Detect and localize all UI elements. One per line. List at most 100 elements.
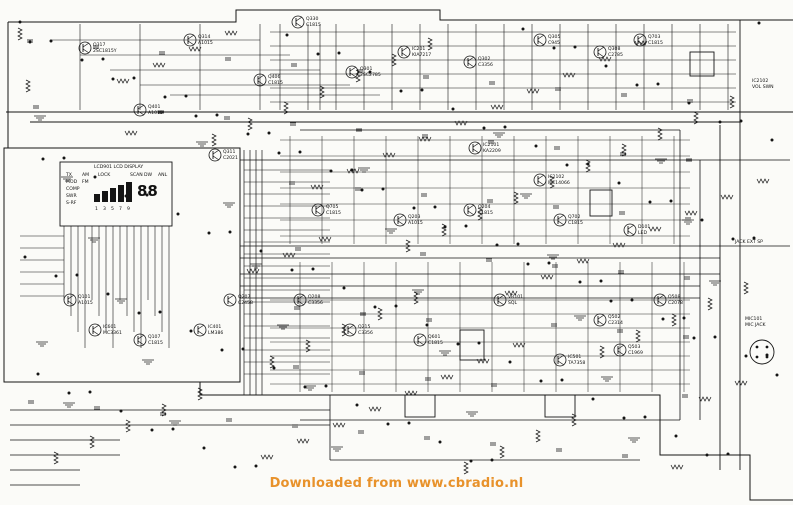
component-part: C1815 — [326, 210, 341, 216]
lcd-indicator: COMP — [66, 186, 80, 192]
ic-package — [544, 394, 576, 418]
lcd-bar-segment — [110, 188, 116, 202]
component-ref: Q203 — [408, 214, 420, 220]
lcd-bar-digit: 5 — [111, 206, 114, 212]
component-ref: IC2101 — [483, 142, 499, 148]
lcd-bar-digit: 1 — [95, 206, 98, 212]
component-part: MC3361 — [103, 330, 122, 336]
component-ref: Q401 — [148, 104, 160, 110]
power-jack-label: VOL SWN — [752, 84, 774, 90]
component-part: C1815 — [148, 340, 163, 346]
component-part: 2SC2785 — [360, 72, 381, 78]
component-ref: Q314 — [198, 34, 210, 40]
power-jack-ref: IC2102 — [752, 78, 768, 84]
lcd-bar-digit: 3 — [103, 206, 106, 212]
component-ref: Q702 — [568, 214, 580, 220]
lcd-indicator: SWR — [66, 193, 77, 199]
component-part: KA2209 — [483, 148, 501, 154]
lcd-bar-segment — [126, 182, 132, 202]
component-ref: VR101 — [508, 294, 523, 300]
component-part: MC14066 — [548, 180, 570, 186]
component-part: C945 — [548, 40, 560, 46]
component-part: C3356 — [478, 62, 493, 68]
download-credit: Downloaded from www.cbradio.nl — [269, 476, 524, 491]
lcd-indicator: LOCK — [98, 172, 111, 178]
component-ref: IC2102 — [548, 174, 564, 180]
component-ref: Q308 — [608, 46, 620, 52]
component-part: LM386 — [208, 330, 223, 336]
component-part: C1815 — [268, 80, 283, 86]
component-part: C1969 — [628, 350, 643, 356]
component-ref: IC201 — [412, 46, 425, 52]
lcd-right-label: SCAN — [130, 172, 143, 178]
component-ref: Q601 — [428, 334, 440, 340]
lcd-bar-digit: 7 — [119, 206, 122, 212]
lcd-bar-segment — [118, 185, 124, 202]
lcd-readout-digits: 88 — [137, 182, 158, 200]
lcd-right-label: DW — [144, 172, 153, 178]
component-ref: Q302 — [478, 56, 490, 62]
lcd-indicator: TX — [65, 172, 72, 178]
component-ref: Q207 — [238, 294, 250, 300]
component-ref: Q502 — [608, 314, 620, 320]
component-part: C2785 — [608, 52, 623, 58]
ic-package — [689, 51, 715, 77]
connector-jacks: MIC101 MIC JACK IC2102 VOL SWN JACK EXT … — [734, 78, 775, 365]
lcd-bar-segment — [94, 194, 100, 202]
component-part: KIA7217 — [412, 52, 431, 58]
component-part: A1015 — [148, 110, 163, 116]
component-part: C1815 — [306, 22, 321, 28]
component-ref: Q317 — [93, 42, 105, 48]
lcd-signal-bars — [94, 182, 132, 202]
lcd-connector-pins — [20, 226, 170, 348]
component-part: A1015 — [408, 220, 423, 226]
lcd-indicator: AM — [82, 172, 89, 178]
component-ref: Q406 — [268, 74, 280, 80]
component-part: C3356 — [308, 300, 323, 306]
lcd-indicator: FM — [82, 179, 89, 185]
component-ref: Q107 — [148, 334, 160, 340]
mic-jack-label: MIC JACK — [745, 322, 767, 328]
component-ref: Q301 — [360, 66, 372, 72]
component-ref: Q101 — [78, 294, 90, 300]
component-part: SQL — [508, 300, 518, 306]
component-part: C3356 — [358, 330, 373, 336]
component-part: A1015 — [78, 300, 93, 306]
wiring-layer — [4, 9, 793, 501]
component-part: LED — [638, 230, 647, 236]
ic-package — [589, 189, 613, 217]
component-ref: Q503 — [628, 344, 640, 350]
component-part: C2314 — [608, 320, 623, 326]
mic-jack-ref: MIC101 — [745, 316, 762, 322]
component-ref: IC401 — [208, 324, 221, 330]
lcd-indicator: MOD — [66, 179, 78, 185]
component-part: C1815 — [478, 210, 493, 216]
component-ref: Q204 — [478, 204, 490, 210]
component-part: C1815 — [648, 40, 663, 46]
